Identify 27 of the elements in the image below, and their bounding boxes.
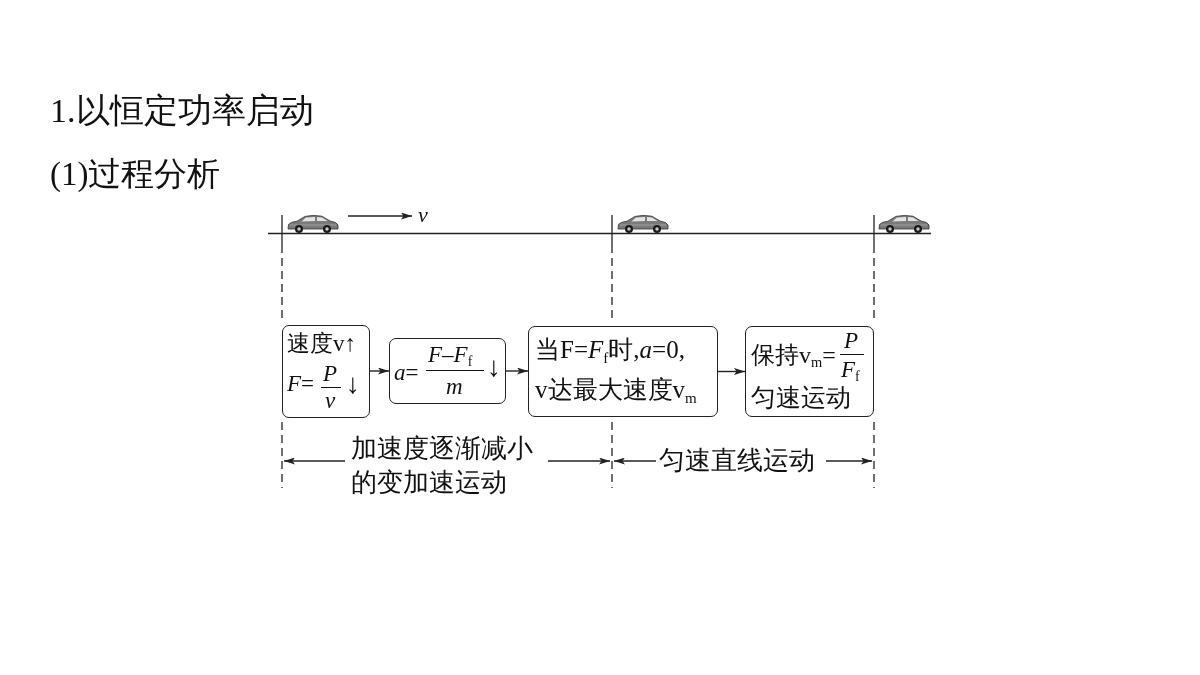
arrow: [505, 367, 529, 375]
subheading: (1)过程分析: [50, 158, 221, 191]
denominator: F$_{f}$: [841, 358, 860, 381]
numerator: P: [844, 329, 859, 352]
process-box: [282, 325, 370, 418]
arrow: [369, 367, 390, 375]
velocity-symbol: v: [418, 204, 428, 226]
denominator: m: [446, 375, 463, 398]
formula-text: F=: [287, 372, 315, 395]
arrow: [717, 368, 746, 375]
process-text: v达最大速度v$_{m}$: [535, 377, 697, 402]
heading: 1.以恒定功率启动: [50, 94, 314, 128]
process-text: 速度v↑: [287, 332, 356, 355]
trend-arrow: ↓: [346, 370, 360, 398]
numerator: F–F$_{f}$: [428, 343, 473, 366]
dimension-label: 加速度逐渐减小的变加速运动: [351, 433, 534, 499]
process-text: 匀速运动: [751, 385, 851, 410]
process-box: [389, 338, 506, 404]
process-box: [528, 326, 718, 417]
numerator: P: [323, 362, 338, 385]
process-text: 当F=F$_{f}$时,a=0,: [535, 337, 685, 362]
denominator: v: [325, 389, 336, 412]
dimension-label: 匀速直线运动: [659, 448, 815, 474]
trend-arrow: ↓: [487, 353, 501, 381]
process-box: [745, 326, 874, 417]
formula-text: a=: [394, 361, 419, 384]
formula-text: 保持v$_{m}$=: [751, 343, 836, 367]
